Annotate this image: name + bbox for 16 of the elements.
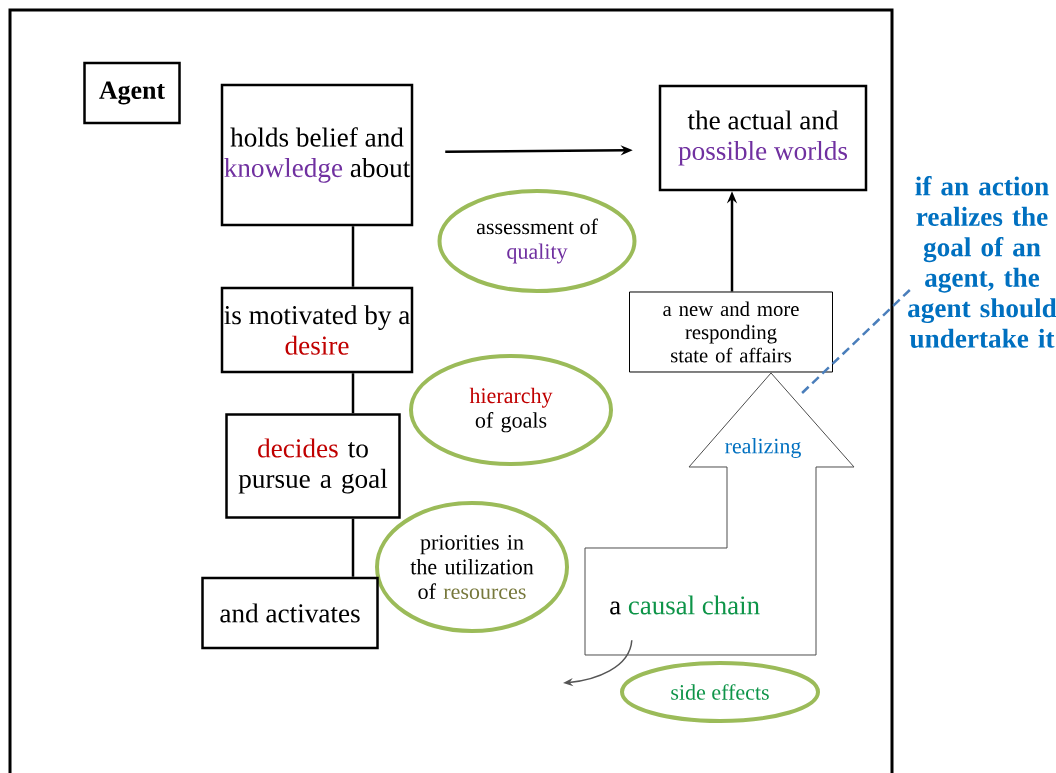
note-text: if an action realizes the goal of an agent, the agent should undertake it (908, 176, 1056, 348)
connector-line (351, 226, 355, 287)
connector-line (351, 518, 355, 577)
oval-box: side effects (620, 661, 820, 723)
process-box: Agent (83, 61, 181, 125)
process-box: the actual and possible worlds (658, 84, 868, 192)
process-box: a new and more responding state of affairs (629, 291, 833, 373)
oval-box: assessment of quality (437, 189, 637, 293)
process-box: holds belief and knowledge about (220, 83, 414, 227)
leader-line (799, 289, 911, 396)
process-box: and activates (201, 576, 379, 650)
process-box: is motivated by a desire (220, 286, 414, 374)
oval-box: priorities in the utilization of resources (375, 501, 569, 633)
process-box: decides to pursue a goal (225, 413, 401, 519)
oval-box: hierarchy of goals (409, 354, 613, 466)
connector-line (351, 373, 355, 414)
